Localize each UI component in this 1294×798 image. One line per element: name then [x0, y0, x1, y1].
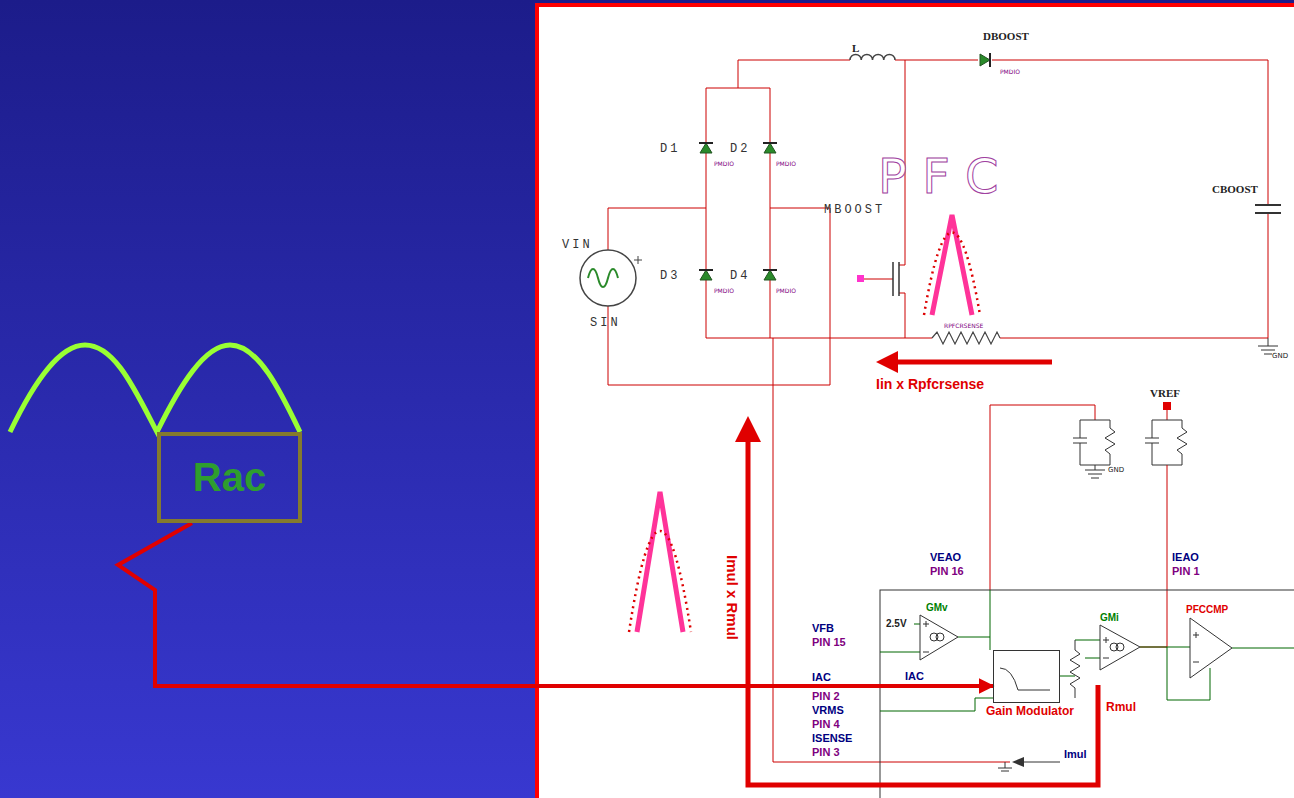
- net-name: VREF: [1150, 387, 1180, 399]
- reference-terminal: [1163, 402, 1171, 410]
- transconductance-amplifier: [1100, 625, 1140, 670]
- part-name: DBOOST: [983, 30, 1029, 42]
- part-name: MBOOST: [824, 203, 885, 217]
- ieao-wire: [1140, 465, 1167, 647]
- block-name: GMi: [1100, 612, 1119, 623]
- capacitor-symbol: [1255, 205, 1281, 213]
- resistor-symbol: [932, 332, 1000, 344]
- schematic-panel: [537, 5, 1294, 798]
- model-name: PMDIO: [776, 160, 796, 167]
- gain-modulator-box: Gain Modulator: [993, 650, 1060, 703]
- rectified-sine: [10, 345, 300, 432]
- part-name: D2: [730, 142, 750, 156]
- signal-name: Iin x Rpfcrsense: [876, 376, 984, 392]
- box-label: Rac: [193, 455, 266, 500]
- ground-symbol: [998, 762, 1012, 771]
- diode-symbol: [699, 143, 713, 153]
- pin-name: IAC: [812, 671, 831, 683]
- part-name: VIN: [562, 238, 593, 252]
- diode-symbol: [763, 143, 777, 153]
- block-name: GMv: [926, 602, 948, 613]
- diode-symbol: [763, 270, 777, 280]
- net-name: GND: [1272, 352, 1288, 360]
- part-name: D3: [660, 269, 680, 283]
- pin-number: PIN 4: [812, 718, 840, 730]
- part-name: RPFCRSENSE: [944, 322, 983, 329]
- resistor-symbol: [1070, 640, 1080, 698]
- part-name: L: [852, 42, 859, 54]
- pin-name: VFB: [812, 622, 834, 634]
- part-name: D4: [730, 269, 750, 283]
- part-name: D1: [660, 142, 680, 156]
- power-wires: [608, 60, 1268, 762]
- part-name: CBOOST: [1212, 183, 1258, 195]
- pin-name: VRMS: [812, 704, 844, 716]
- block-name: PFCCMP: [1186, 604, 1228, 615]
- pin-number: PIN 1: [1172, 565, 1200, 577]
- block-title: P F C: [878, 148, 999, 204]
- pin-number: PIN 16: [930, 565, 964, 577]
- gate-terminal: [857, 275, 864, 282]
- signal-name: IAC: [905, 670, 924, 682]
- model-name: PMDIO: [776, 287, 796, 294]
- mosfet-symbol: [893, 262, 899, 296]
- signal-arrow: [876, 351, 1052, 373]
- ac-source-symbol: [580, 250, 642, 306]
- signal-arrow: [735, 416, 1098, 785]
- ground-symbol: [1258, 338, 1278, 354]
- signal-name: Imul: [1064, 748, 1087, 760]
- inductor-symbol: [850, 54, 895, 60]
- pin-name: VEAO: [930, 551, 961, 563]
- signal-wire: [118, 523, 993, 686]
- comparator-symbol: [1190, 618, 1232, 678]
- current-waveform: [924, 215, 980, 315]
- part-name: Rmul: [1106, 700, 1136, 714]
- current-source: [1012, 757, 1060, 767]
- current-waveform: [629, 492, 691, 632]
- box-label: Gain Modulator: [986, 704, 1074, 718]
- ic-internal-wires: [880, 590, 1294, 711]
- impedance-box: Rac: [157, 432, 302, 523]
- pin-number: PIN 3: [812, 746, 840, 758]
- part-name: SIN: [590, 316, 621, 330]
- pin-number: PIN 15: [812, 636, 846, 648]
- transconductance-amplifier: [920, 615, 958, 660]
- signal-name: Imul x Rmul: [724, 555, 741, 640]
- controller-ic: [880, 590, 1294, 798]
- model-name: PMDIO: [1000, 68, 1020, 75]
- compensation-network: [1145, 420, 1187, 465]
- diode-symbol: [980, 53, 990, 67]
- pin-name: IEAO: [1172, 551, 1199, 563]
- model-name: PMDIO: [714, 160, 734, 167]
- diode-symbol: [699, 270, 713, 280]
- pin-number: PIN 2: [812, 690, 840, 702]
- pin-name: ISENSE: [812, 732, 852, 744]
- net-name: GND: [1108, 466, 1124, 474]
- voltage-value: 2.5V: [886, 618, 907, 629]
- gain-curve: [1000, 668, 1050, 690]
- model-name: PMDIO: [714, 287, 734, 294]
